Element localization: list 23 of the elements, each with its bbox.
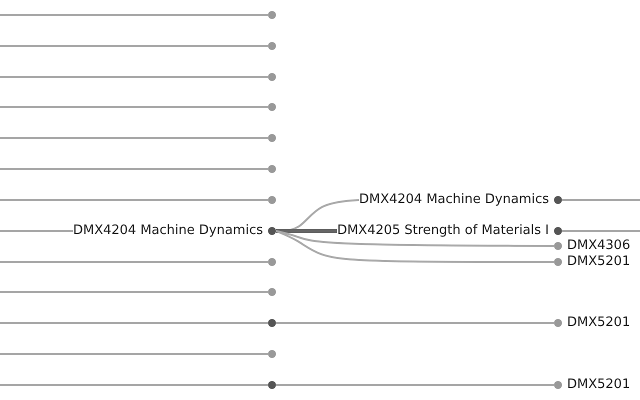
tree-link bbox=[0, 168, 268, 170]
tree-link bbox=[0, 106, 268, 108]
tree-link bbox=[0, 137, 268, 139]
tree-link bbox=[0, 14, 268, 16]
tree-link bbox=[0, 45, 268, 47]
tree-link bbox=[276, 230, 554, 263]
tree-link bbox=[0, 291, 268, 293]
tree-link bbox=[276, 229, 338, 233]
node-label: DMX4205 Strength of Materials I bbox=[337, 223, 549, 239]
node-label: DMX4204 Machine Dynamics bbox=[358, 192, 549, 208]
tree-link bbox=[0, 384, 268, 386]
tree-link bbox=[0, 322, 268, 324]
tree-link bbox=[0, 353, 268, 355]
tree-link bbox=[0, 261, 268, 263]
tree-link bbox=[562, 230, 640, 232]
node-label: DMX4204 Machine Dynamics bbox=[72, 223, 263, 239]
tree-link bbox=[276, 384, 554, 386]
tree-link bbox=[0, 76, 268, 78]
tree-link bbox=[0, 230, 73, 232]
tree-link bbox=[276, 322, 554, 324]
tree-link bbox=[562, 199, 640, 201]
tree-link bbox=[276, 230, 554, 247]
tree-link bbox=[0, 199, 268, 201]
